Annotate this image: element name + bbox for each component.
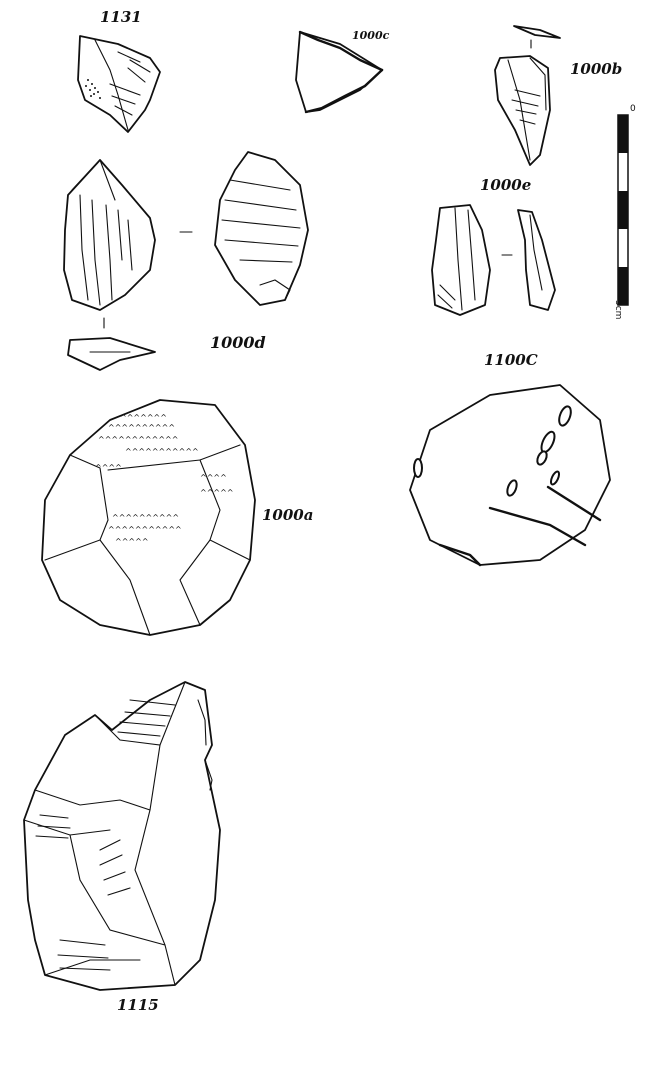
label-1000b: 1000b [570,60,623,78]
label-1000d: 1000d [210,333,266,352]
artifact-1000b-drawing [494,25,561,166]
svg-text:^^^^: ^^^^ [95,463,122,472]
artifact-1000e-drawing [431,204,556,316]
artifact-1115-drawing [23,681,221,991]
svg-text:^^^^^^^^^^^: ^^^^^^^^^^^ [125,447,199,456]
scale-zero-label: 0 [630,104,636,114]
svg-text:^^^^^^^^^^: ^^^^^^^^^^ [112,513,179,522]
label-1115: 1115 [117,996,159,1014]
svg-text:^^^^^: ^^^^^ [115,537,149,546]
svg-text:^^^^^^^^^^^^: ^^^^^^^^^^^^ [98,435,178,444]
svg-text:^^^^^: ^^^^^ [200,488,234,497]
artifact-1000a-drawing: ^^^^^^^ ^^^^^^^^^^ ^^^^^^^^^^^^ ^^^^^^^^… [41,399,256,636]
label-1100c: 1100C [484,351,538,369]
artifact-1131-drawing [77,35,161,133]
label-1000c: 1000c [352,29,390,42]
artifact-1000c-drawing [295,30,384,114]
svg-text:^^^^^^^: ^^^^^^^ [120,413,167,422]
scale-bar [617,114,629,306]
label-1131: 1131 [100,8,142,26]
label-1000e: 1000e [480,176,532,194]
svg-text:^^^^: ^^^^ [200,473,227,482]
svg-text:^^^^^^^^^^: ^^^^^^^^^^ [108,423,175,432]
artifact-1000d-drawing [63,151,309,371]
label-1000a: 1000a [262,506,314,524]
artifact-1100c-drawing [409,384,611,567]
svg-text:^^^^^^^^^^^: ^^^^^^^^^^^ [108,525,182,534]
scale-end-label: 5cm [613,300,623,320]
